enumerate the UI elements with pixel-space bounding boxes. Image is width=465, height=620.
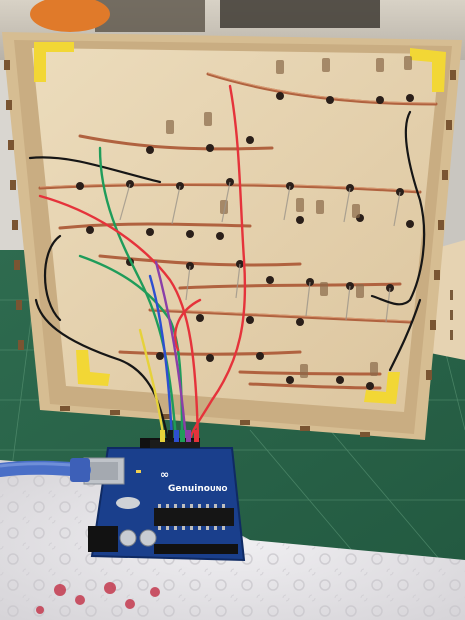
red-wires bbox=[38, 84, 247, 442]
usb-cable bbox=[0, 458, 91, 482]
capacitor-2 bbox=[139, 529, 157, 547]
atmega-chip bbox=[154, 508, 234, 526]
corner-brace-bottom-left bbox=[76, 350, 110, 386]
finger-joints bbox=[4, 60, 456, 437]
plywood-slots bbox=[450, 290, 453, 340]
power-jack bbox=[88, 526, 118, 552]
cabinet-background bbox=[95, 0, 205, 32]
crystal-oscillator bbox=[116, 497, 140, 509]
genuino-uno-board: ∞ Genuino UNO bbox=[83, 430, 246, 562]
box-back-panel bbox=[32, 48, 440, 412]
board-status-led bbox=[136, 470, 141, 473]
board-model-label: UNO bbox=[210, 485, 228, 493]
board-brand-label: Genuino bbox=[168, 484, 210, 494]
tv-background bbox=[220, 0, 380, 28]
corner-brace-bottom-right bbox=[364, 372, 400, 404]
component-leads bbox=[119, 181, 401, 323]
led-array bbox=[76, 56, 414, 390]
blue-purple-wires bbox=[148, 260, 188, 442]
red-embroidery bbox=[36, 582, 160, 614]
corner-brace-top-left bbox=[34, 42, 74, 82]
capacitor-1 bbox=[119, 529, 137, 547]
jumper-plugs bbox=[160, 430, 199, 442]
corner-brace-top-right bbox=[410, 48, 446, 92]
analog-header bbox=[154, 544, 238, 554]
board-logo-symbol: ∞ bbox=[160, 468, 169, 481]
black-wires bbox=[28, 110, 426, 442]
yellow-wire bbox=[138, 328, 166, 442]
orange-cushion bbox=[30, 0, 110, 32]
